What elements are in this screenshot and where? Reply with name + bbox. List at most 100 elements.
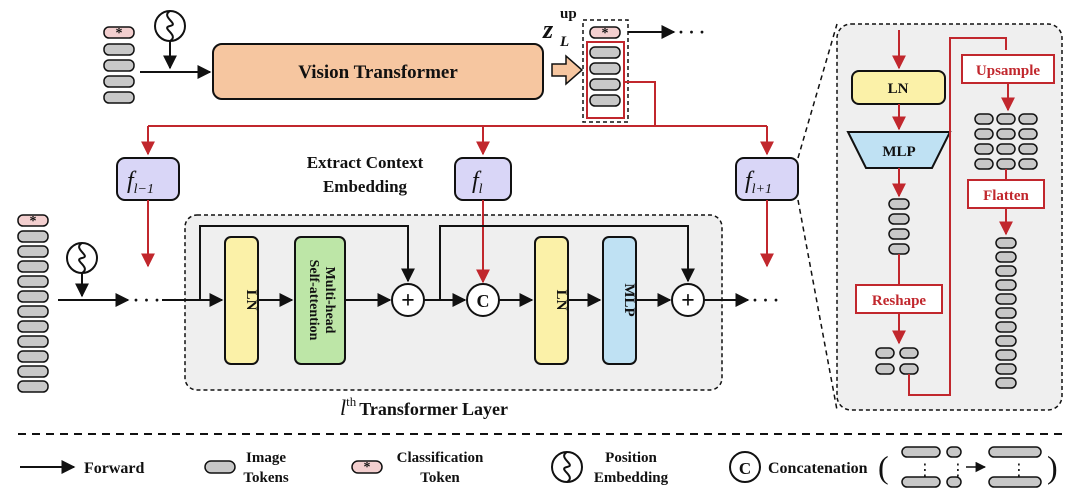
position-embedding-icon [66, 242, 98, 274]
image-token [17, 290, 49, 303]
f-prev-sub: l−1 [134, 182, 154, 197]
image-token [1018, 143, 1038, 155]
legend-cls-line2: Token [420, 470, 460, 486]
image-token [103, 43, 135, 56]
image-token [589, 62, 621, 75]
image-token [996, 143, 1016, 155]
image-token [974, 143, 994, 155]
layer-right-ellipsis: · · · [752, 290, 779, 310]
image-token [589, 46, 621, 59]
extract-context-line1: Extract Context [307, 153, 424, 172]
ln-label-2: LN [553, 290, 569, 311]
legend-concat-icon [729, 451, 761, 483]
mhsa-label-line2: Self-attention [306, 260, 321, 341]
top-ellipsis: · · · [678, 22, 705, 42]
image-token [17, 275, 49, 288]
image-token [17, 260, 49, 273]
top-input-tokens: * [103, 26, 135, 104]
concat-symbol: C [477, 291, 490, 311]
f-next-sub: l+1 [752, 182, 772, 197]
zoom-line-top [797, 23, 838, 159]
flattened-tokens [995, 237, 1017, 389]
classification-token [103, 26, 135, 39]
image-token [996, 158, 1016, 170]
legend-paren-close: ) [1047, 449, 1058, 485]
image-token [888, 228, 910, 240]
image-token [888, 213, 910, 225]
detail-mlp-label: MLP [882, 144, 915, 160]
legend-image-tokens-line1: Image [246, 450, 286, 466]
mlp-label: MLP [621, 283, 637, 316]
reshaped-tokens-grid [875, 347, 919, 375]
legend-vdots: ⋮ [1011, 460, 1027, 479]
image-token [888, 198, 910, 210]
legend-paren-open: ( [878, 449, 889, 485]
detail-mlp-block [846, 131, 952, 169]
image-token [995, 377, 1017, 389]
legend-concat-label: Concatenation [768, 460, 868, 477]
image-token [995, 335, 1017, 347]
image-token [103, 91, 135, 104]
z-up-sub: L [559, 34, 569, 50]
image-token [103, 59, 135, 72]
image-token [995, 265, 1017, 277]
f-next-box: fl+1 [735, 157, 799, 201]
context-route [148, 81, 767, 127]
legend-pos-line2: Embedding [594, 470, 669, 486]
cls-star: * [116, 26, 123, 41]
f-cur-box: fl [454, 157, 512, 201]
image-token [899, 347, 919, 359]
image-token [17, 320, 49, 333]
image-token [875, 363, 895, 375]
legend-forward-label: Forward [84, 460, 145, 477]
legend-position-embedding-icon [551, 451, 583, 483]
vision-transformer-label: Vision Transformer [298, 62, 458, 83]
image-token [1018, 158, 1038, 170]
image-token [974, 113, 994, 125]
image-token [17, 230, 49, 243]
legend-pos-line1: Position [605, 450, 657, 466]
vision-transformer-block [212, 43, 544, 100]
output-tokens-dashed-box [582, 19, 629, 123]
add-symbol-1: + [401, 288, 415, 314]
image-token [996, 113, 1016, 125]
residual-connection-1 [199, 225, 415, 300]
reshape-label: Reshape [872, 293, 927, 309]
svg-text:fl+1: fl+1 [745, 168, 772, 197]
image-token [899, 363, 919, 375]
legend-concat-example: ⋮ ⋮ ⋮ [901, 446, 1042, 488]
f-next-main: f [745, 168, 755, 194]
detail-mlp-output-tokens [888, 198, 910, 255]
legend-concat-symbol: C [739, 459, 751, 478]
z-up-sup: up [560, 6, 577, 22]
image-token [17, 335, 49, 348]
image-token [996, 128, 1016, 140]
image-token [1018, 113, 1038, 125]
legend-classification-token [351, 460, 383, 474]
image-token [974, 158, 994, 170]
ln-label-1: LN [243, 290, 259, 311]
image-token [995, 349, 1017, 361]
image-token [17, 245, 49, 258]
mhsa-label-line1: Multi-head [322, 267, 337, 334]
svg-text:fl: fl [472, 168, 483, 197]
image-token [17, 380, 49, 393]
f-prev-main: f [127, 168, 137, 194]
z-up-label: z [542, 15, 554, 44]
legend-vdots: ⋮ [950, 460, 966, 479]
flatten-box [967, 179, 1045, 209]
image-token [888, 243, 910, 255]
vit-output-arrow-icon [551, 54, 584, 86]
legend-vdots: ⋮ [917, 460, 933, 479]
residual-connection-2 [439, 225, 695, 300]
cls-star: * [30, 214, 37, 229]
zoom-line-bottom [797, 199, 838, 411]
image-token [995, 321, 1017, 333]
f-cur-sub: l [479, 182, 483, 197]
transformer-layer-panel [184, 214, 723, 391]
image-token [589, 78, 621, 91]
left-input-tokens: * [17, 214, 49, 393]
classification-token [589, 26, 621, 39]
legend-image-token [204, 460, 236, 474]
